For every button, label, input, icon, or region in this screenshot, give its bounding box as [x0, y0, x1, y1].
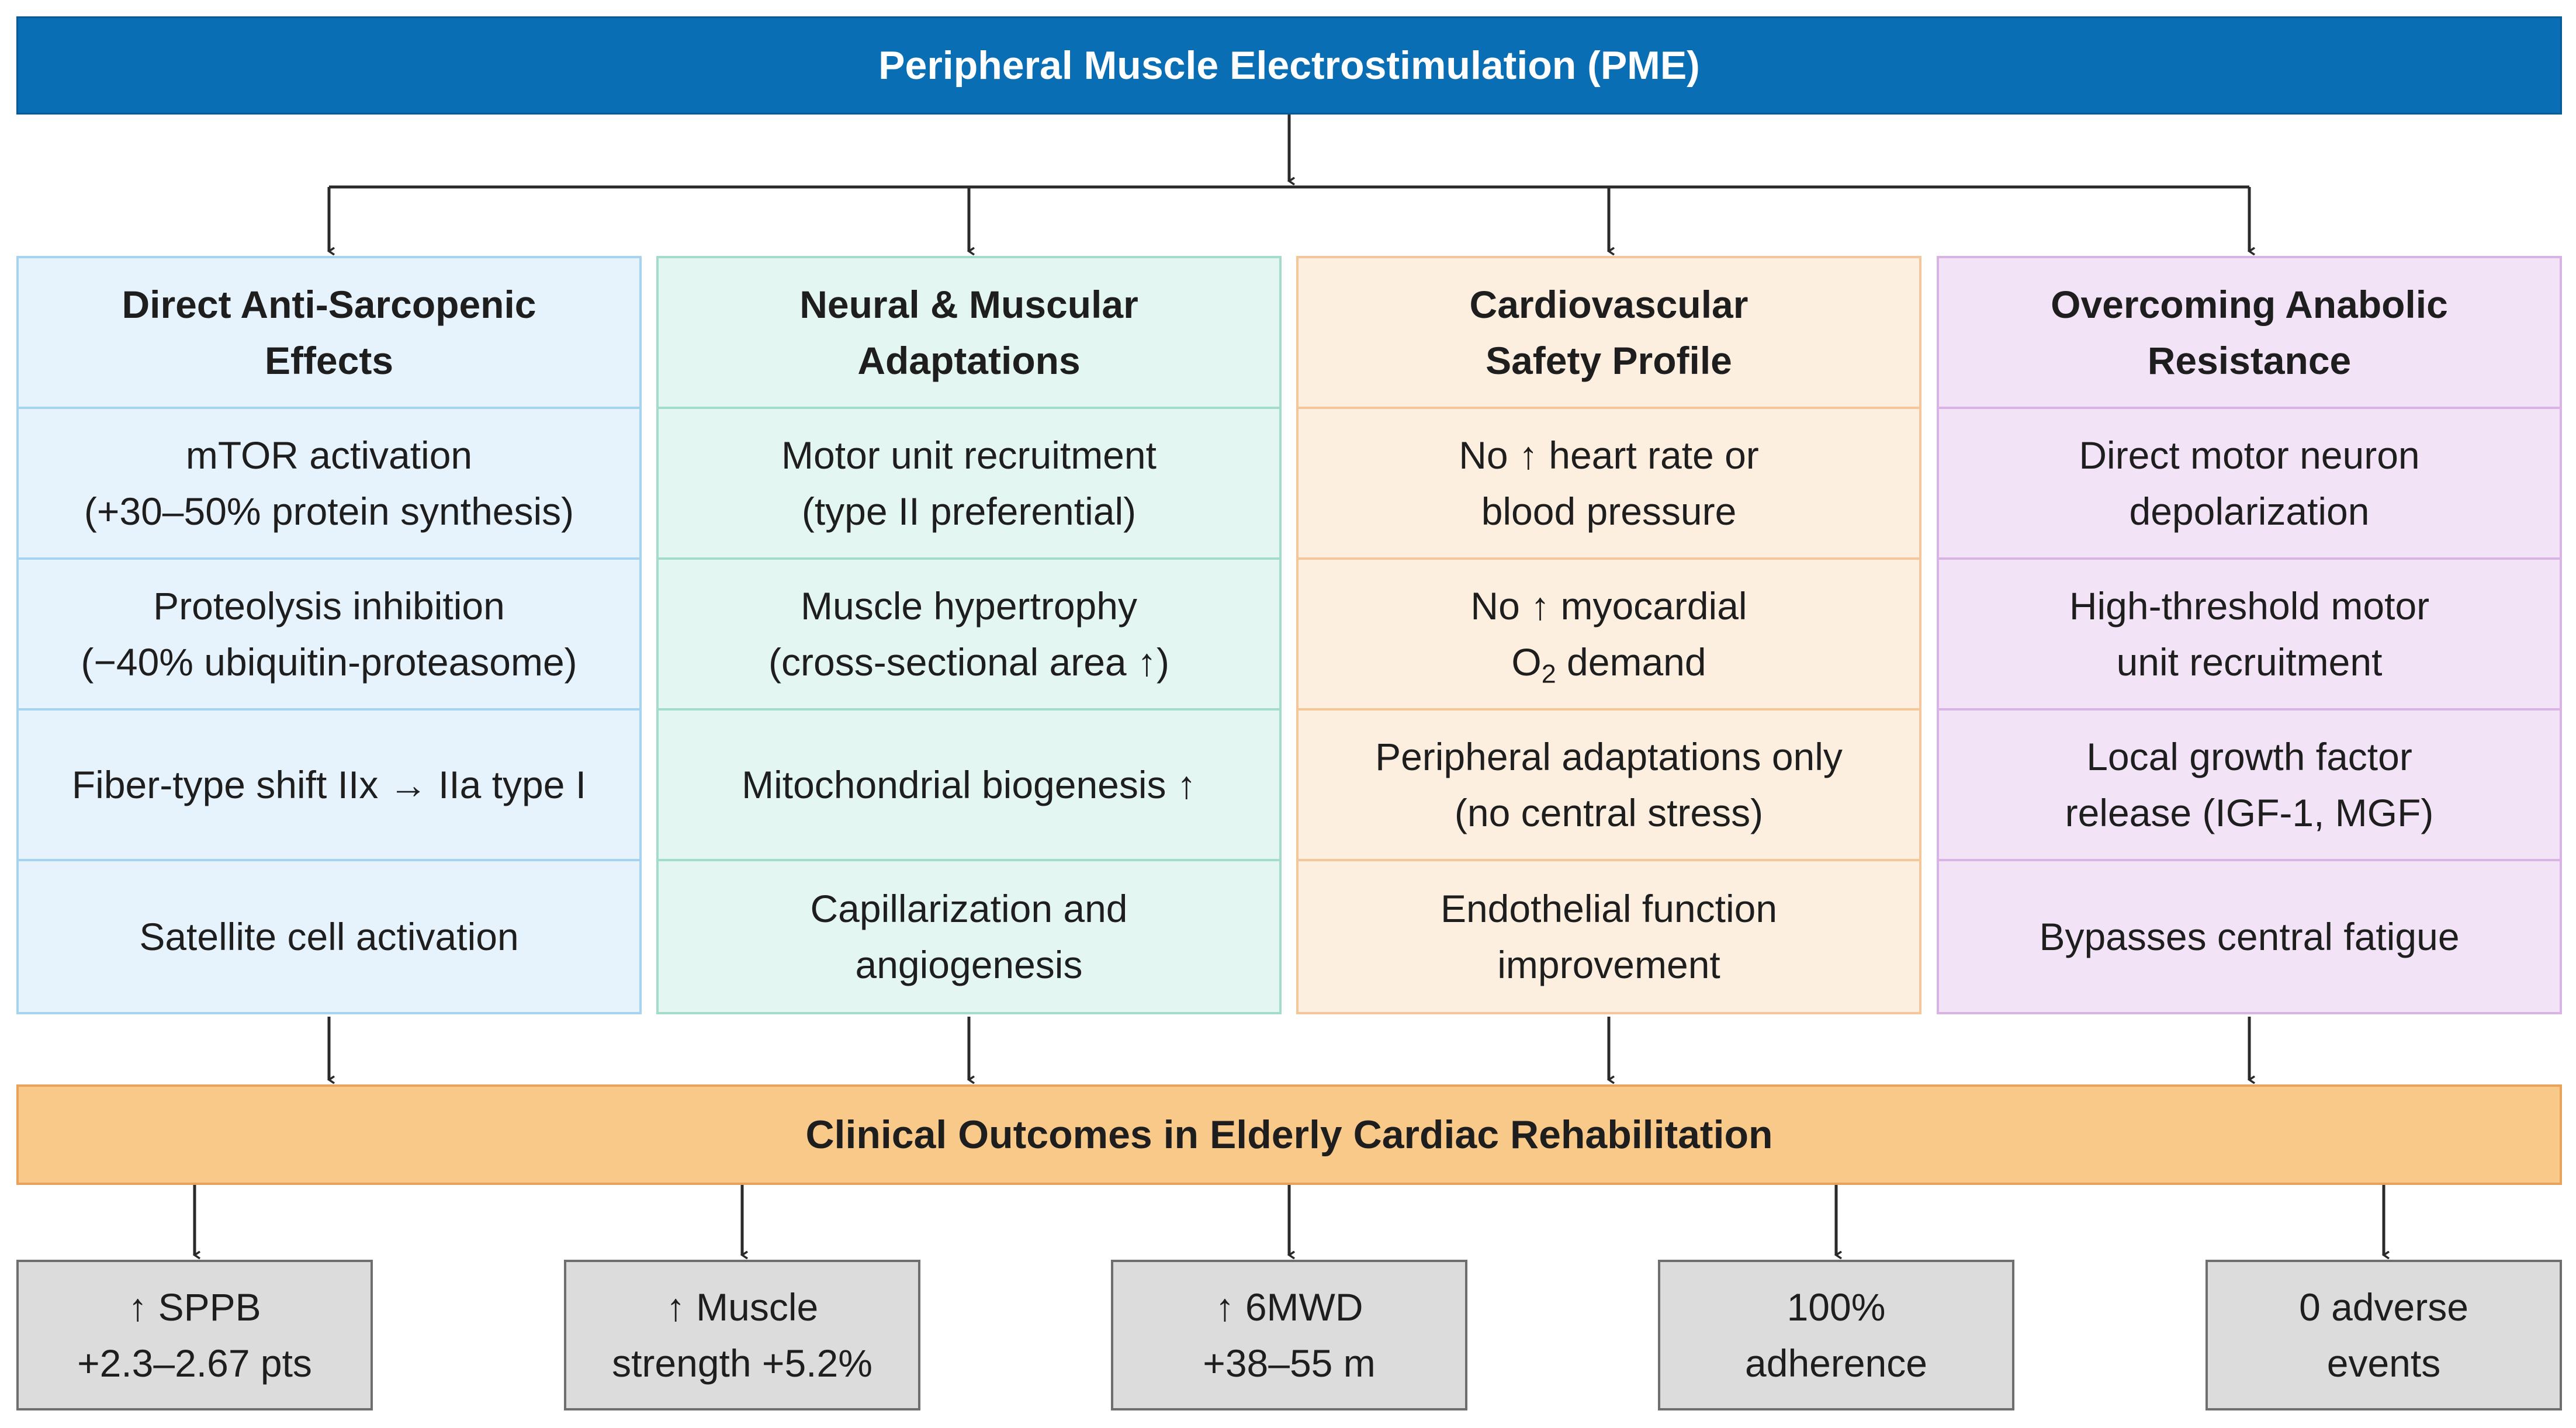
column-item: Direct motor neuron depolarization: [1939, 409, 2560, 560]
clinical-outcomes-bar: Clinical Outcomes in Elderly Cardiac Reh…: [16, 1084, 2562, 1185]
column-item: mTOR activation (+30–50% protein synthes…: [19, 409, 639, 560]
column-neural-muscular: Neural & Muscular Adaptations Motor unit…: [656, 256, 1282, 1014]
column-item: High-threshold motor unit recruitment: [1939, 560, 2560, 710]
column-item: Mitochondrial biogenesis ↑: [659, 710, 1279, 861]
o2-subscript: 2: [1541, 658, 1556, 689]
column-item: Satellite cell activation: [139, 915, 519, 958]
outcome-box-adherence: 100% adherence: [1658, 1260, 2014, 1410]
column-item: Peripheral adaptations only (no central …: [1299, 710, 1919, 861]
outcome-box-muscle-strength: ↑ Muscle strength +5.2%: [564, 1260, 920, 1410]
column-anti-sarcopenic: Direct Anti-Sarcopenic Effects mTOR acti…: [16, 256, 642, 1014]
column-item: No ↑ heart rate or blood pressure: [1299, 409, 1919, 560]
column-item: No ↑ myocardial O2 demand: [1299, 560, 1919, 710]
outcome-box-adverse-events: 0 adverse events: [2205, 1260, 2562, 1410]
column-header: Direct Anti-Sarcopenic Effects: [19, 258, 639, 409]
column-anabolic-resistance: Overcoming Anabolic Resistance Direct mo…: [1937, 256, 2562, 1014]
column-header: Overcoming Anabolic Resistance: [1939, 258, 2560, 409]
column-header: Neural & Muscular Adaptations: [659, 258, 1279, 409]
column-item: Endothelial function improvement: [1440, 887, 1778, 986]
clinical-outcomes-title: Clinical Outcomes in Elderly Cardiac Reh…: [805, 1112, 1773, 1157]
column-item: Muscle hypertrophy (cross-sectional area…: [659, 560, 1279, 710]
column-item: Local growth factor release (IGF-1, MGF): [1939, 710, 2560, 861]
pme-title: Peripheral Muscle Electrostimulation (PM…: [878, 43, 1700, 88]
outcome-box-6mwd: ↑ 6MWD +38–55 m: [1111, 1260, 1467, 1410]
pme-title-bar: Peripheral Muscle Electrostimulation (PM…: [16, 16, 2562, 115]
outcome-box-sppb: ↑ SPPB +2.3–2.67 pts: [16, 1260, 373, 1410]
column-item: Proteolysis inhibition (−40% ubiquitin-p…: [19, 560, 639, 710]
demand-text: demand: [1556, 640, 1706, 684]
column-cardiovascular-safety: Cardiovascular Safety Profile No ↑ heart…: [1296, 256, 1921, 1014]
myocardial-line: No ↑ myocardial: [1470, 584, 1747, 628]
column-item: Bypasses central fatigue: [2039, 915, 2460, 958]
column-header: Cardiovascular Safety Profile: [1299, 258, 1919, 409]
column-item: Capillarization and angiogenesis: [810, 887, 1128, 986]
o2-symbol: O: [1511, 640, 1542, 684]
column-item: Fiber-type shift IIx → IIa type I: [19, 710, 639, 861]
column-item: Motor unit recruitment (type II preferen…: [659, 409, 1279, 560]
